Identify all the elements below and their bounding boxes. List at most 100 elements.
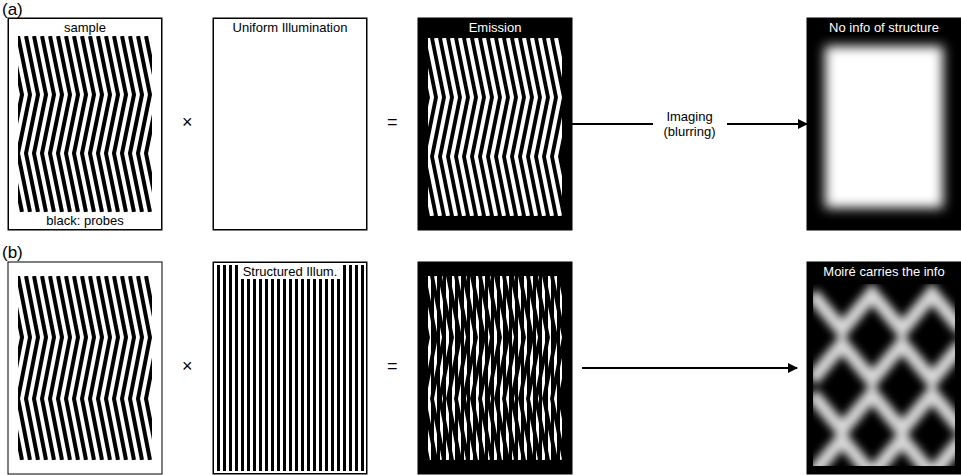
stripe bbox=[130, 276, 142, 460]
panel-title: Structured Illum. bbox=[240, 264, 341, 279]
stripe bbox=[361, 265, 364, 471]
stripe bbox=[476, 276, 488, 460]
sample-panel bbox=[8, 18, 162, 230]
stripe bbox=[436, 38, 448, 216]
stripe bbox=[271, 265, 274, 471]
stripe bbox=[82, 36, 94, 212]
stripe bbox=[18, 276, 30, 460]
stripe bbox=[58, 36, 70, 212]
panel-title: Emission bbox=[466, 20, 525, 35]
stripe bbox=[130, 36, 142, 212]
stripe bbox=[82, 276, 94, 460]
stripe bbox=[50, 36, 62, 212]
stripe bbox=[106, 36, 118, 212]
emission-pattern bbox=[428, 276, 562, 460]
stripe bbox=[58, 276, 70, 460]
sample-box: sample black: probes bbox=[8, 18, 162, 230]
operator: = bbox=[387, 112, 398, 133]
blurred-image bbox=[825, 46, 943, 208]
stripe bbox=[247, 265, 250, 471]
stripe bbox=[74, 36, 86, 212]
stripe bbox=[253, 265, 256, 471]
moire-band bbox=[813, 344, 955, 380]
stripe bbox=[295, 265, 298, 471]
stripe bbox=[492, 38, 504, 216]
stripe bbox=[556, 276, 562, 460]
stripe bbox=[122, 36, 134, 212]
sample-panel bbox=[8, 262, 162, 474]
stripe bbox=[229, 265, 232, 471]
stripe bbox=[484, 38, 496, 216]
operator: × bbox=[182, 112, 193, 133]
stripe bbox=[223, 265, 226, 471]
moire-bands bbox=[813, 294, 955, 466]
stripe bbox=[301, 265, 304, 471]
stripe bbox=[50, 276, 62, 460]
illumination-panel bbox=[213, 18, 367, 230]
stripe bbox=[428, 276, 440, 460]
image-panel bbox=[807, 262, 961, 474]
stripe bbox=[452, 38, 464, 216]
panel-label: (b) bbox=[2, 243, 23, 263]
stripe bbox=[444, 38, 456, 216]
panel-note: black: probes bbox=[43, 213, 126, 228]
stripe bbox=[74, 276, 86, 460]
stripe bbox=[548, 38, 560, 216]
stripe bbox=[460, 38, 472, 216]
stripe bbox=[26, 276, 38, 460]
stripe bbox=[98, 276, 110, 460]
stripe bbox=[508, 276, 520, 460]
illumination-box: Structured Illum. bbox=[213, 262, 367, 474]
stripe bbox=[532, 276, 544, 460]
panel-title: No info of structure bbox=[826, 20, 942, 35]
stripe bbox=[500, 276, 512, 460]
stripe bbox=[508, 38, 520, 216]
stripe bbox=[444, 276, 456, 460]
stripe bbox=[307, 265, 310, 471]
stripe bbox=[500, 38, 512, 216]
stripe bbox=[319, 265, 322, 471]
stripe bbox=[540, 276, 552, 460]
stripe bbox=[548, 276, 560, 460]
stripe bbox=[349, 265, 352, 471]
image-panel bbox=[807, 18, 961, 230]
stripe bbox=[325, 265, 328, 471]
stripe bbox=[283, 265, 286, 471]
sample-pattern bbox=[18, 36, 152, 212]
emission-box: Emission bbox=[418, 18, 572, 230]
stripe bbox=[42, 276, 54, 460]
stripe bbox=[265, 265, 268, 471]
stripe bbox=[42, 36, 54, 212]
stripe bbox=[277, 265, 280, 471]
stripe bbox=[289, 265, 292, 471]
stripe bbox=[337, 265, 340, 471]
image-box: No info of structure bbox=[807, 18, 961, 230]
stripe bbox=[516, 38, 528, 216]
stripe bbox=[492, 276, 504, 460]
stripe bbox=[452, 276, 464, 460]
stripe bbox=[138, 276, 150, 460]
emission-pattern bbox=[428, 38, 562, 216]
panel-title: Moiré carries the info bbox=[820, 264, 947, 279]
stripe bbox=[98, 36, 110, 212]
stripe bbox=[90, 276, 102, 460]
stripe bbox=[428, 38, 440, 216]
stripe bbox=[476, 38, 488, 216]
stripe bbox=[90, 36, 102, 212]
panel-label: (a) bbox=[2, 0, 23, 20]
stripe bbox=[259, 265, 262, 471]
stripe bbox=[34, 36, 46, 212]
stripe bbox=[26, 36, 38, 212]
stripe bbox=[18, 36, 30, 212]
moire-band bbox=[813, 439, 955, 466]
stripe bbox=[524, 38, 536, 216]
stripe bbox=[313, 265, 316, 471]
structured-illumination-panel bbox=[213, 262, 367, 474]
panel-title: sample bbox=[61, 20, 109, 35]
illumination-box: Uniform Illumination bbox=[213, 18, 367, 230]
stripe bbox=[343, 265, 346, 471]
stripe bbox=[460, 276, 472, 460]
moire-band bbox=[813, 394, 955, 430]
